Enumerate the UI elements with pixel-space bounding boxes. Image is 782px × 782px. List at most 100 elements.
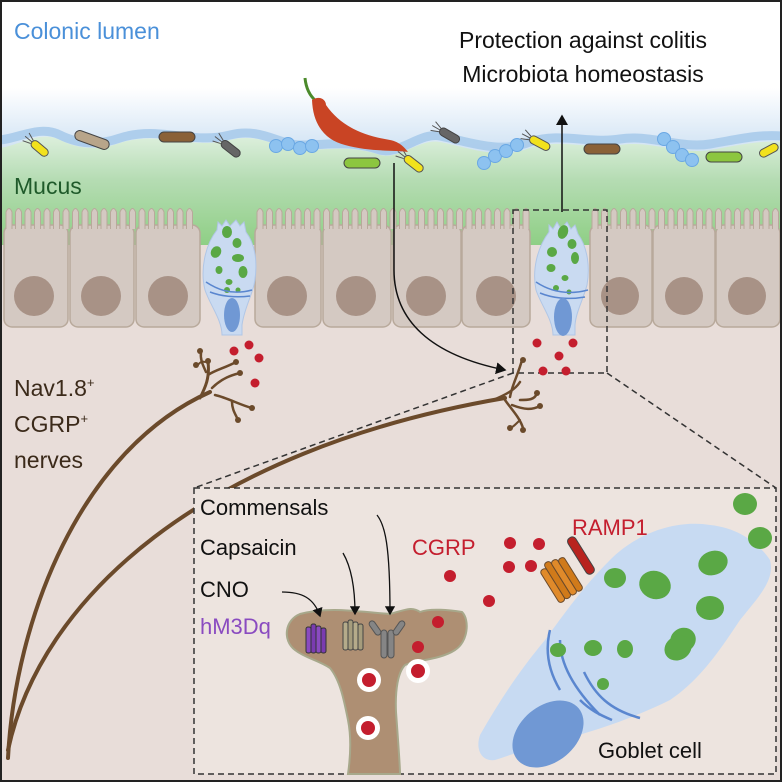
- microvillus: [639, 208, 646, 229]
- microvillus: [370, 208, 378, 229]
- nucleus: [267, 276, 307, 316]
- nucleus: [406, 276, 446, 316]
- blue-cocci-chain: [269, 137, 319, 155]
- capsaicin-pathway-arrow: [393, 163, 507, 375]
- goblet-cell-epithelium-1: [202, 219, 257, 336]
- microvillus: [743, 208, 751, 229]
- microvillus: [629, 208, 637, 229]
- zoom-connector: [606, 372, 777, 489]
- cgrp-label: CGRP: [412, 535, 476, 560]
- nucleus: [14, 276, 54, 316]
- commensal-bacteria: [22, 121, 779, 173]
- microvillus: [266, 208, 273, 229]
- microvillus: [494, 208, 501, 229]
- microvillus: [696, 208, 703, 229]
- nucleus: [476, 276, 516, 316]
- microvillus: [110, 208, 117, 229]
- microvillus: [167, 208, 174, 229]
- microvillus: [677, 208, 684, 229]
- microvillus: [5, 208, 13, 229]
- microvillus: [323, 208, 330, 229]
- stimulus-cno: CNO: [200, 577, 249, 602]
- outcome-line-1: Protection against colitis: [459, 27, 707, 53]
- microvillus: [389, 208, 397, 229]
- microvillus: [475, 208, 482, 229]
- microvillus: [138, 208, 146, 229]
- microvillus: [119, 208, 127, 229]
- microvillus: [43, 208, 51, 229]
- outcome-line-2: Microbiota homeostasis: [462, 61, 704, 87]
- green-rod-bacterium: [343, 157, 381, 169]
- vesicles: [356, 659, 430, 740]
- microvillus: [724, 208, 732, 229]
- epithelial-nuclei: [14, 276, 766, 316]
- microvillus: [484, 208, 492, 229]
- ramp1-label: RAMP1: [572, 515, 648, 540]
- microvillus: [91, 208, 98, 229]
- cno-arrow: [281, 591, 323, 618]
- nucleus: [601, 277, 639, 315]
- microvillus: [456, 208, 463, 229]
- microvillus: [304, 208, 311, 229]
- microvillus: [465, 208, 473, 229]
- microvillus: [648, 208, 656, 229]
- microvillus: [275, 208, 283, 229]
- microvillus: [610, 208, 618, 229]
- stimulus-commensals: Commensals: [200, 495, 328, 520]
- microvillus: [81, 208, 89, 229]
- gray-flagellated-bacterium: [430, 121, 461, 144]
- microvillus: [686, 208, 694, 229]
- microvillus: [256, 208, 264, 229]
- microvillus: [503, 208, 511, 229]
- goblet-cell-label: Goblet cell: [598, 738, 702, 763]
- microvillus: [380, 208, 387, 229]
- microvillus: [351, 208, 359, 229]
- mucin-granules: [550, 493, 772, 690]
- microvillus: [34, 208, 41, 229]
- microvillus: [446, 208, 454, 229]
- nerves-label-line1: Nav1.8+: [14, 375, 94, 401]
- calcrl-receptor-icon: [540, 557, 583, 603]
- microvillus: [342, 208, 349, 229]
- microvillus: [399, 208, 406, 229]
- nucleus: [336, 276, 376, 316]
- nerves-label-line2: CGRP+: [14, 411, 88, 437]
- chili-pepper-icon: [303, 77, 408, 152]
- mucus-layer: [0, 136, 782, 245]
- microvillus: [157, 208, 165, 229]
- microvillus: [705, 208, 713, 229]
- tlr-receptor-icon: [368, 620, 406, 659]
- microvillus: [53, 208, 60, 229]
- yellow-flagellated-bacterium: [395, 147, 424, 173]
- microvillus: [332, 208, 340, 229]
- tan-rod-bacterium: [74, 130, 110, 150]
- yellow-flagellated-bacterium: [759, 142, 779, 158]
- nucleus: [728, 277, 766, 315]
- microvillus: [715, 208, 722, 229]
- capsaicin-arrow: [342, 552, 361, 616]
- microvillus: [100, 208, 108, 229]
- nerves-label-line3: nerves: [14, 447, 83, 473]
- microvillus: [24, 208, 32, 229]
- microvillus: [762, 208, 770, 229]
- microvillus: [313, 208, 321, 229]
- microvilli: [5, 208, 779, 229]
- yellow-flagellated-bacterium: [22, 132, 49, 157]
- microvillus: [15, 208, 22, 229]
- brown-rod-bacterium: [583, 143, 621, 155]
- microvillus: [361, 208, 368, 229]
- microvillus: [734, 208, 741, 229]
- microvillus: [176, 208, 184, 229]
- microvillus: [62, 208, 70, 229]
- mucus-label: Mucus: [14, 173, 82, 199]
- microvillus: [753, 208, 760, 229]
- zoom-connector: [193, 372, 514, 489]
- hm3dq-label: hM3Dq: [200, 614, 271, 639]
- trpv1-receptor-icon: [342, 619, 364, 651]
- microvillus: [667, 208, 675, 229]
- gray-flagellated-bacterium: [212, 132, 241, 158]
- zoom-region-box: [512, 209, 608, 374]
- stimulus-capsaicin: Capsaicin: [200, 535, 297, 560]
